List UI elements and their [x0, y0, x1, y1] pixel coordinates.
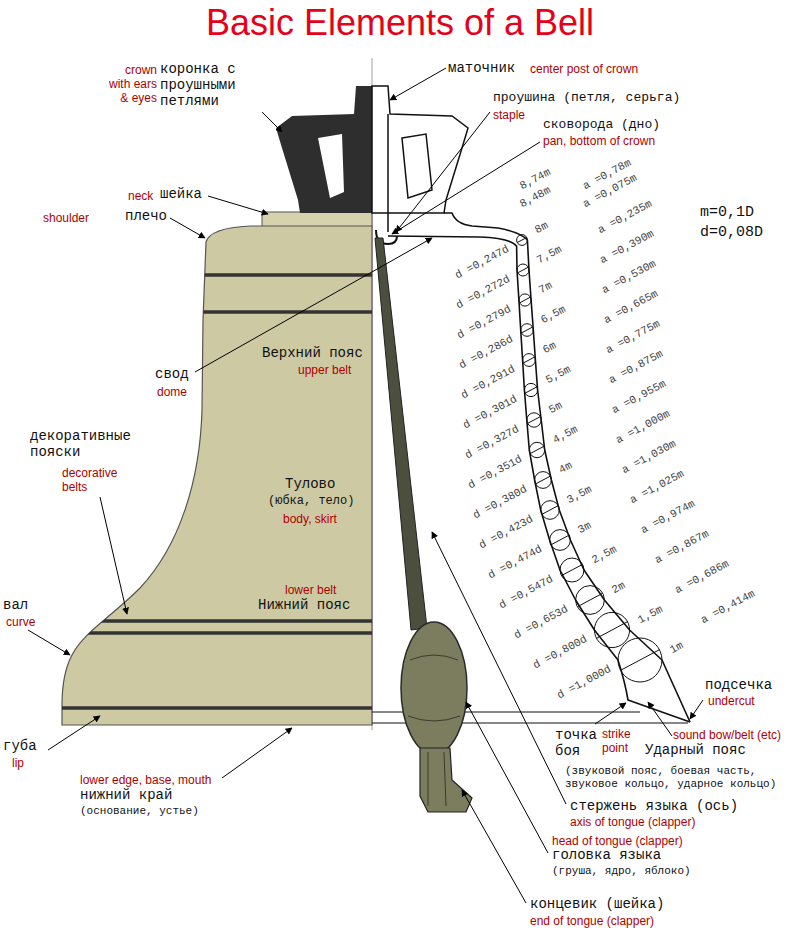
dimension-label: d =0,653d [512, 603, 571, 642]
part-name-en: center post of crown [530, 62, 638, 76]
dimension-label: 7,5m [535, 243, 564, 267]
dimension-label: d =0,800d [531, 633, 590, 672]
part-name-en: body, skirt [283, 512, 337, 526]
part-name-en: decorative belts [62, 466, 124, 494]
part-name-ru: m=0,1D [700, 204, 754, 221]
part-name-en: lip [12, 756, 24, 770]
part-note: (груша, ядро, яблоко) [552, 865, 691, 878]
part-name-ru: Нижний пояс [258, 597, 350, 613]
part-name-ru: концевик (шейка) [530, 896, 664, 912]
part-name-ru: Ударный пояс [645, 742, 746, 758]
dimension-label: 6m [541, 339, 559, 357]
outer-profile [444, 213, 690, 722]
part-note: (основание, устье) [80, 805, 199, 818]
dimension-label: 1,5m [635, 603, 664, 627]
part-name-en: dome [157, 385, 187, 399]
dimension-label: 2,5m [590, 543, 619, 567]
dimension-label: 5m [547, 399, 565, 417]
clapper-rod [375, 238, 427, 630]
dimension-label: 6,5m [539, 303, 568, 327]
part-note: (юбка, тело) [268, 494, 354, 508]
dimension-label: 4m [557, 459, 575, 477]
dimension-label: d =0,474d [486, 543, 545, 582]
part-name-en: upper belt [298, 363, 351, 377]
part-name-ru: проушина (петля, серьга) [493, 90, 680, 105]
part-name-ru: сковорода (дно) [543, 117, 660, 132]
part-name-ru: Тулово [285, 476, 335, 492]
title: Basic Elements of a Bell [0, 2, 800, 44]
part-note: (звуковой пояс, боевая часть, звуковое к… [565, 765, 790, 791]
part-name-ru: коронка с проушными петлями [160, 61, 260, 109]
part-name-en: staple [493, 108, 525, 122]
crown-left [276, 86, 372, 213]
part-name-en: shoulder [43, 211, 89, 225]
dimension-label: a =0,414m [698, 588, 757, 627]
dimension-label: 2m [610, 579, 628, 597]
dimension-label: 5,5m [543, 363, 572, 387]
dimension-label: a =0,867m [653, 528, 712, 567]
part-name-ru: точка боя [555, 727, 601, 759]
part-name-ru: декоративные пояски [30, 428, 140, 460]
part-name-en: strike point [602, 727, 642, 755]
center-post [387, 114, 389, 232]
clapper-end-lines [428, 752, 446, 806]
dimension-label: d =0,547d [497, 573, 556, 612]
belt-lines [50, 275, 372, 708]
part-name-en: end of tongue (clapper) [530, 914, 654, 928]
clapper-end [420, 748, 472, 812]
part-name-en: head of tongue (clapper) [552, 834, 683, 848]
dimension-label: 3m [576, 519, 594, 537]
dimension-label: d =1,000d [555, 663, 614, 702]
part-name-ru: маточник [448, 60, 515, 76]
clapper-head-rings [408, 655, 460, 721]
dimension-label: 7m [537, 279, 555, 297]
part-name-en: pan, bottom of crown [543, 134, 655, 148]
dimension-label: 1m [668, 639, 686, 657]
part-name-en: axis of tongue (clapper) [570, 815, 695, 829]
part-name-ru: плечо [125, 208, 167, 224]
part-name-ru: головка языка [552, 847, 661, 863]
part-name-ru: свод [155, 366, 189, 382]
part-name-ru: стержень языка (ось) [570, 798, 738, 814]
dimension-label: a =1,025m [628, 468, 687, 507]
crown-right [372, 86, 468, 213]
dimension-label: d =0,423d [477, 513, 536, 552]
part-name-ru: d=0,08D [700, 224, 763, 241]
bell-body [62, 226, 372, 725]
part-name-ru: губа [3, 738, 37, 754]
dimension-label: a =0,686m [673, 558, 732, 597]
part-name-en: lower edge, base, mouth [80, 773, 211, 787]
dimension-label: 3,5m [565, 483, 594, 507]
neck-band [262, 212, 372, 227]
part-name-ru: нижний край [80, 787, 172, 803]
part-name-ru: подсечка [705, 677, 772, 693]
leader-lines [28, 68, 703, 903]
clapper-head [401, 622, 467, 754]
part-name-ru: вал [3, 597, 28, 613]
dimension-label: a =1,030m [620, 438, 679, 477]
part-name-en: curve [6, 615, 35, 629]
part-name-ru: Верхний пояс [262, 345, 363, 361]
part-name-en: lower belt [285, 583, 336, 597]
part-name-en: undercut [708, 694, 755, 708]
dimension-label: 8m [533, 219, 551, 237]
part-name-en: neck [128, 189, 153, 203]
dimension-label: 4,5m [551, 423, 580, 447]
part-name-ru: шейка [160, 186, 202, 202]
part-name-en: sound bow/belt (etc) [673, 728, 781, 742]
part-name-en: crown with ears & eyes [101, 63, 157, 105]
dimension-label: a =0,974m [639, 498, 698, 537]
